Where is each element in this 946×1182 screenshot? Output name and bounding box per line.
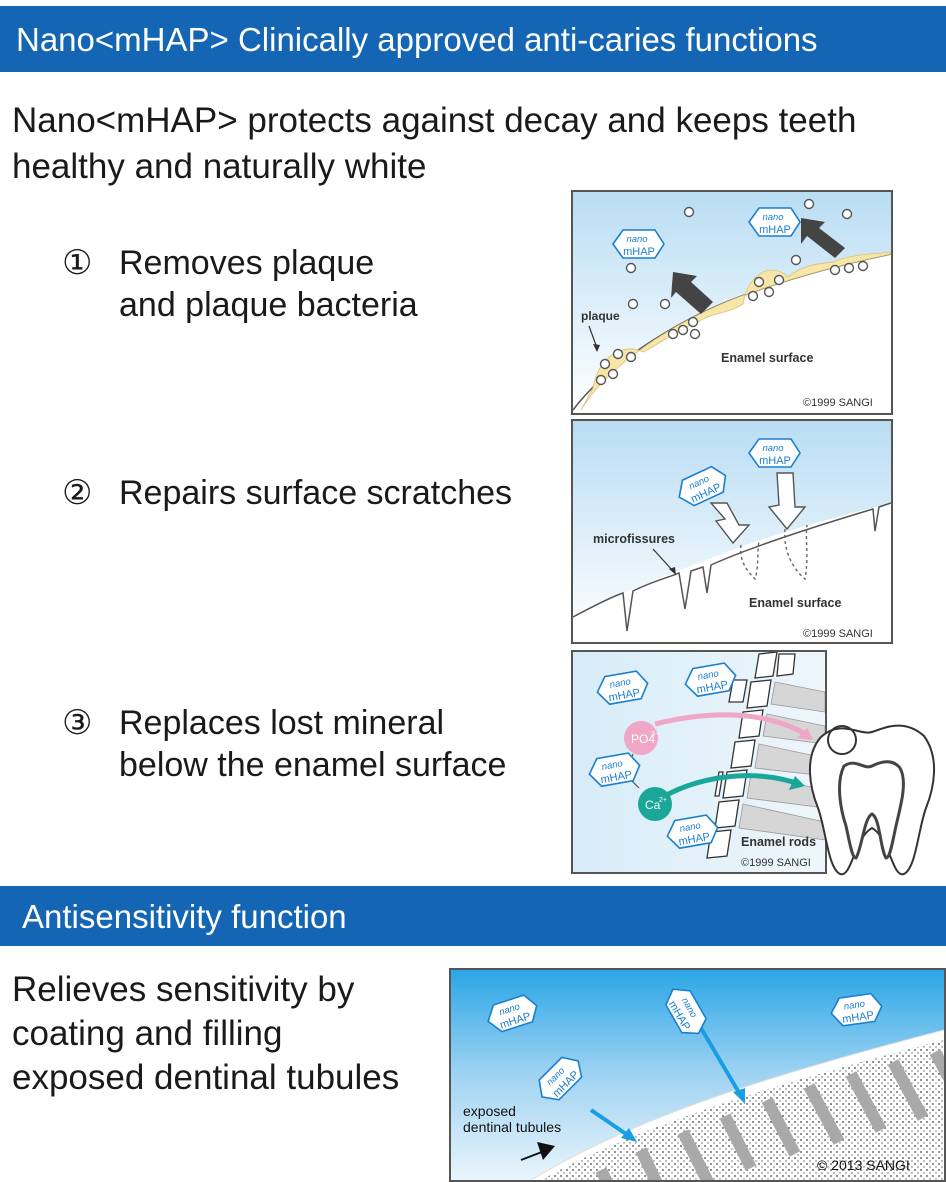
mineral-replacement-illustration: PO4 3− Ca 2+ nano mHAP nano mHAP nano mH… — [571, 650, 827, 874]
plaque-removal-illustration: nano mHAP nano mHAP plaque Enamel surfac… — [571, 190, 893, 415]
enamel-surface-label: Enamel surface — [749, 596, 841, 610]
function-line-1: Replaces lost mineral — [119, 704, 445, 742]
calcium-ion: Ca — [645, 798, 661, 812]
section-title: Antisensitivity function — [22, 897, 347, 935]
enamel-rods-label: Enamel rods — [741, 835, 816, 849]
badge-line-1: nano — [762, 212, 783, 223]
tubules-label-line-1: exposed — [463, 1103, 516, 1119]
function-line-2: and plaque bacteria — [119, 286, 418, 324]
function-number: ③ — [62, 704, 93, 742]
antisensitivity-text: Relieves sensitivity by coating and fill… — [12, 968, 442, 1100]
microfissures-label: microfissures — [593, 532, 675, 546]
function-number: ② — [62, 474, 93, 512]
badge-line-2: mHAP — [600, 769, 633, 786]
tooth-icon — [808, 724, 936, 876]
badge-line-1: nano — [679, 820, 702, 835]
badge-line-1: nano — [843, 999, 865, 1013]
intro-text: Nano<mHAP> protects against decay and ke… — [12, 98, 912, 190]
copyright: ©1999 SANGI — [741, 857, 811, 869]
badge-line-1: nano — [697, 668, 720, 683]
enamel-surface-label: Enamel surface — [721, 351, 813, 365]
antisensitivity-line-2: coating and filling — [12, 1014, 283, 1053]
badge-line-2: mHAP — [608, 687, 641, 704]
dentinal-tubules-illustration: nano mHAP nano mHAP nano mHAP nano mHAP … — [449, 968, 946, 1182]
badge-line-2: mHAP — [759, 224, 791, 236]
plaque-label: plaque — [581, 309, 620, 323]
copyright: ©1999 SANGI — [803, 397, 873, 409]
section-bar: Antisensitivity function — [0, 886, 946, 946]
header-bar: Nano<mHAP> Clinically approved anti-cari… — [0, 6, 946, 72]
phosphate-ion: PO4 — [631, 732, 655, 746]
badge-line-1: nano — [609, 676, 632, 691]
badge-line-2: mHAP — [623, 246, 655, 258]
badge-line-2: mHAP — [842, 1009, 875, 1025]
page-title: Nano<mHAP> Clinically approved anti-cari… — [16, 20, 818, 58]
badge-line-2: mHAP — [696, 679, 729, 696]
antisensitivity-line-3: exposed dentinal tubules — [12, 1058, 400, 1097]
badge-line-2: mHAP — [759, 455, 791, 467]
calcium-charge: 2+ — [659, 797, 667, 804]
badge-line-1: nano — [601, 758, 624, 773]
intro-line-1: Nano<mHAP> protects against decay and ke… — [12, 101, 857, 140]
intro-line-2: healthy and naturally white — [12, 147, 427, 186]
function-line-2: below the enamel surface — [119, 746, 507, 784]
function-number: ① — [62, 244, 93, 282]
antisensitivity-line-1: Relieves sensitivity by — [12, 970, 355, 1009]
badge-line-1: nano — [626, 234, 647, 245]
badge-line-1: nano — [762, 443, 783, 454]
badge-line-2: mHAP — [678, 831, 711, 848]
function-line-1: Removes plaque — [119, 244, 375, 282]
copyright: ©1999 SANGI — [803, 628, 873, 640]
phosphate-charge: 3− — [651, 731, 659, 738]
function-line-1: Repairs surface scratches — [119, 474, 513, 512]
scratch-repair-illustration: nano mHAP nano mHAP microfissures Enamel… — [571, 419, 893, 644]
copyright: © 2013 SANGI — [817, 1157, 910, 1173]
tubules-label-line-2: dentinal tubules — [463, 1119, 561, 1135]
